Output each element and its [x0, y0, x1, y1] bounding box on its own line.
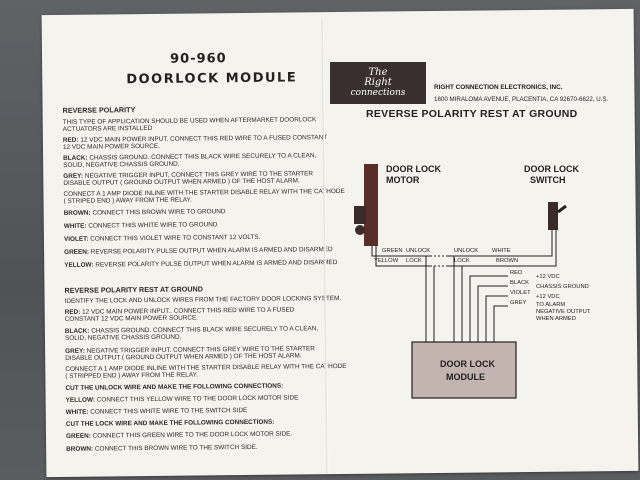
white-label: WHITE: [65, 408, 89, 416]
label-12vdc-a: +12 VDC [536, 274, 560, 280]
wire-lock-switch [448, 230, 557, 267]
s1-grey-text2: DISABLE OUTPUT ( GROUND OUTPUT WHEN ARME… [63, 177, 300, 187]
s1-red-text2: 12 VDC MAIN POWER SOURCE. [62, 142, 160, 151]
label-when-armed: WHEN ARMED [536, 316, 576, 322]
section2-title: REVERSE POLARITY REST AT GROUND [64, 284, 203, 295]
door-lock-motor-plug [354, 206, 366, 224]
label-lock-2: LOCK [454, 258, 470, 264]
cut-unlock-heading: CUT THE UNLOCK WIRE AND MAKE THE FOLLOWI… [65, 382, 284, 392]
wiring-diagram: DOOR LOCK MOTOR DOOR LOCK SWITCH [354, 164, 591, 399]
label-green: GREEN [382, 248, 403, 254]
door-lock-motor-knob [355, 225, 365, 235]
s2-red-text2: CONSTANT 12 VDC MAIN POWER SOURCE. [64, 314, 199, 323]
module-label-1: DOOR LOCK [440, 359, 495, 369]
s1-green-label: GREEN: [64, 248, 89, 256]
logo-text-3: connections [350, 88, 406, 98]
label-unlock-1: UNLOCK [406, 248, 430, 254]
s1-green-text: REVERSE POLARITY PULSE OUTPUT WHEN ALARM… [90, 246, 333, 256]
model-number: 90-960 [169, 51, 227, 67]
green-label: GREEN: [65, 432, 91, 440]
label-violet: VIOLET [510, 290, 531, 296]
s1-white-line: WHITE: CONNECT THIS WHITE WIRE TO GROUND [64, 221, 218, 230]
company-logo: The Right connections [330, 62, 426, 104]
wire-lock-motor [375, 246, 430, 267]
company-name: RIGHT CONNECTION ELECTRONICS, INC. [434, 84, 563, 91]
label-brown: BROWN [496, 258, 518, 264]
s1-violet-text: CONNECT THIS VIOLET WIRE TO CONSTANT 12 … [90, 233, 261, 243]
label-chassis-ground: CHASSIS GROUND [536, 284, 589, 290]
label-unlock-2: UNLOCK [454, 248, 478, 254]
module-title: DOORLOCK MODULE [126, 70, 298, 88]
logo-text-1: The [368, 67, 388, 78]
s1-yellow-label: YELLOW: [64, 261, 94, 269]
cut-lock-heading: CUT THE LOCK WIRE AND MAKE THE FOLLOWING… [65, 418, 275, 428]
s1-red-text: 12 VDC MAIN POWER INPUT. CONNECT THIS RE… [80, 134, 328, 144]
switch-label-1: DOOR LOCK [524, 164, 579, 174]
s2-grey-text2: DISABLE OUTPUT ( GROUND OUTPUT WHEN ARME… [65, 352, 302, 362]
door-lock-switch-body [548, 202, 558, 230]
wire-grey [493, 305, 508, 342]
green-text: CONNECT THIS GREEN WIRE TO THE DOOR LOCK… [92, 430, 293, 440]
white-line: WHITE: CONNECT THIS WHITE WIRE TO THE SW… [66, 407, 248, 416]
section1-title: REVERSE POLARITY [62, 105, 136, 115]
brown-line: BROWN: CONNECT THIS BROWN WIRE TO THE SW… [66, 444, 258, 453]
switch-label-2: SWITCH [530, 175, 566, 185]
wire-red [469, 275, 508, 342]
s1-yellow-line: YELLOW: REVERSE POLARITY PULSE OUTPUT WH… [64, 259, 337, 269]
s1-black-text: CHASSIS GROUND. CONNECT THIS BLACK WIRE … [89, 152, 317, 162]
section2-intro: IDENTIFY THE LOCK AND UNLOCK WIRES FROM … [64, 294, 342, 305]
label-12vdc-b: +12 VDC [536, 294, 560, 300]
label-lock-1: LOCK [406, 258, 422, 264]
brown-text: CONNECT THIS BROWN WIRE TO THE SWITCH SI… [94, 443, 258, 453]
s1-black-text2: SOLID, NEGATIVE CHASSIS GROUND. [63, 160, 180, 169]
s2-black-text: CHASSIS GROUND. CONNECT THIS BLACK WIRE … [91, 325, 319, 335]
s1-green-line: GREEN: REVERSE POLARITY PULSE OUTPUT WHE… [64, 246, 333, 256]
motor-label-2: MOTOR [386, 175, 420, 185]
logo-text-2: Right [364, 77, 392, 88]
door-lock-module-box [411, 341, 517, 399]
s1-yellow-text: REVERSE POLARITY PULSE OUTPUT WHEN ALARM… [95, 259, 338, 269]
label-yellow: YELLOW [374, 258, 399, 264]
brown-label: BROWN: [66, 445, 94, 453]
label-black: BLACK [510, 280, 529, 286]
label-to-alarm: TO ALARM [536, 302, 565, 308]
section1-intro-line2: ACTUATORS ARE INSTALLED [62, 124, 153, 133]
wire-unlock-switch [448, 230, 553, 257]
wire-unlock-motor [371, 246, 430, 257]
green-line: GREEN: CONNECT THIS GREEN WIRE TO THE DO… [66, 431, 292, 441]
white-text: CONNECT THIS WHITE WIRE TO THE SWITCH SI… [90, 406, 248, 416]
yellow-label: YELLOW: [65, 396, 96, 404]
label-red: RED [510, 270, 522, 276]
wire-black [477, 285, 508, 342]
yellow-text: CONNECT THIS YELLOW WIRE TO THE DOOR LOC… [96, 394, 299, 404]
label-negative-output: NEGATIVE OUTPUT [536, 309, 591, 315]
motor-label-1: DOOR LOCK [386, 164, 441, 174]
s1-brown-text: CONNECT THIS BROWN WIRE TO GROUND [92, 208, 226, 217]
s2-diode-text2: ( STRIPPED END ) AWAY FROM THE RELAY. [65, 371, 198, 380]
s1-violet-line: VIOLET: CONNECT THIS VIOLET WIRE TO CONS… [64, 234, 261, 243]
door-lock-switch-lever [557, 204, 567, 214]
s1-brown-label: BROWN: [63, 209, 91, 217]
diagram-title: REVERSE POLARITY REST AT GROUND [366, 108, 578, 120]
s1-white-label: WHITE: [63, 222, 87, 230]
s2-black-text2: SOLID, NEGATIVE CHASSIS GROUND. [64, 333, 182, 342]
module-label-2: MODULE [446, 372, 485, 382]
company-address: 1600 MIRALOMA AVENUE, PLACENTIA, CA 9267… [434, 96, 609, 103]
s1-brown-line: BROWN: CONNECT THIS BROWN WIRE TO GROUND [64, 208, 226, 217]
label-grey: GREY [510, 300, 527, 306]
s1-diode-text2: ( STRIPED END ) AWAY FROM THE RELAY. [63, 196, 192, 205]
s1-white-text: CONNECT THIS WHITE WIRE TO GROUND [88, 221, 218, 230]
yellow-line: YELLOW: CONNECT THIS YELLOW WIRE TO THE … [66, 394, 299, 404]
wire-violet [485, 295, 508, 342]
s1-violet-label: VIOLET: [63, 235, 89, 243]
door-lock-motor-body [364, 164, 378, 246]
label-white: WHITE [492, 248, 511, 254]
